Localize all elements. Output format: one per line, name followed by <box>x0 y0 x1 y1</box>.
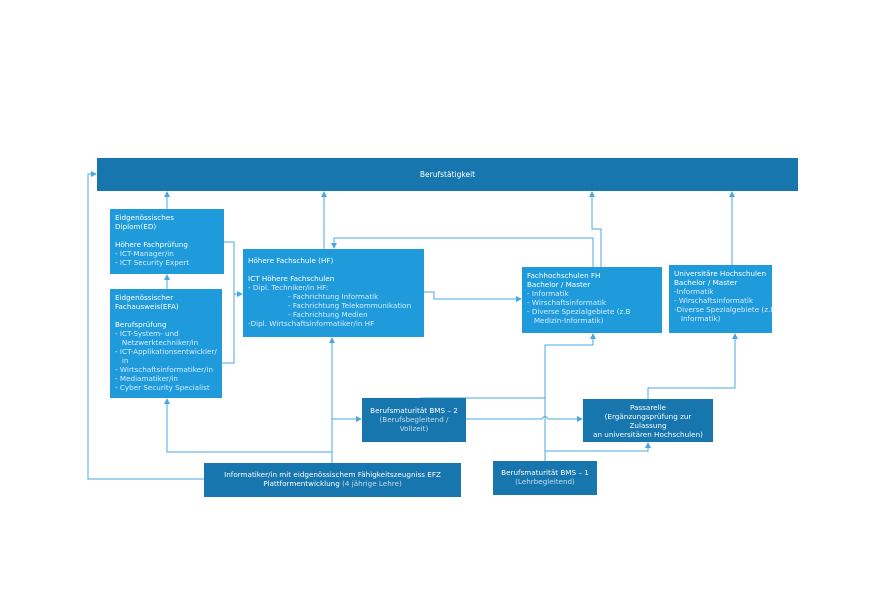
passarelle-line: an universitären Hochschulen) <box>593 430 703 439</box>
connector-bms1-to-passarelle <box>544 398 648 461</box>
bms1-box: Berufsmaturität BMS – 1 (Lehrbegleitend) <box>493 461 597 495</box>
efa-item: Netzwerktechniker/in <box>115 338 199 347</box>
fh-item: Medizin-Informatik) <box>527 316 604 325</box>
fh-box: Fachhochschulen FH Bachelor / Master - I… <box>522 267 662 333</box>
ed-subtitle: Höhere Fachprüfung <box>115 240 188 249</box>
passarelle-box: Passarelle (Ergänzungsprüfung zur Zulass… <box>583 399 713 442</box>
efa-item: - ICT-Applikationsentwickler/ <box>115 347 217 356</box>
berufstaetigkeit-box: Berufstätigkeit <box>97 158 798 191</box>
connector-passarelle-to-uni <box>647 333 738 399</box>
uni-box: Universitäre Hochschulen Bachelor / Mast… <box>669 265 772 333</box>
fh-item: - Informatik <box>527 289 569 298</box>
uni-title-2: Bachelor / Master <box>674 278 738 287</box>
fh-item: - Wirschaftsinformatik <box>527 298 607 307</box>
bms2-subtitle-2: Vollzeit) <box>399 424 429 433</box>
efa-item: - ICT-System- und <box>115 329 179 338</box>
efz-title: Informatiker/in mit eidgenössischem Fähi… <box>224 470 441 479</box>
connector-ed-efa-to-hf <box>222 241 242 364</box>
hf-subtitle: ICT Höhere Fachschulen <box>248 274 335 283</box>
efa-item: - Wirtschaftsinformatiker/in <box>115 365 214 374</box>
ed-box: Eidgenössisches Diplom(ED) Höhere Fachpr… <box>110 209 224 274</box>
bms1-title: Berufsmaturität BMS – 1 <box>501 468 589 477</box>
passarelle-title: Passarelle <box>630 403 666 412</box>
efa-item: in <box>115 356 129 365</box>
uni-item: - Wirschaftsinformatik <box>674 296 754 305</box>
hf-item: - Fachrichtung Medien <box>288 310 368 319</box>
efz-note: (4 jährige Lehre) <box>342 479 402 488</box>
uni-item: Informatik) <box>674 314 721 323</box>
efa-item: - Mediamatiker/in <box>115 374 178 383</box>
passarelle-line: Zulassung <box>629 421 667 430</box>
efa-subtitle: Berufsprüfung <box>115 320 167 329</box>
connector-fh-to-hf <box>331 237 594 267</box>
bms1-subtitle: (Lehrbegleitend) <box>515 477 575 486</box>
efz-subtitle: Plattformentwicklung <box>263 479 340 488</box>
hf-item: - Fachrichtung Telekommunikation <box>288 301 412 310</box>
ed-title-2: Diplom(ED) <box>115 222 157 231</box>
uni-title: Universitäre Hochschulen <box>674 269 767 278</box>
berufstaetigkeit-label: Berufstätigkeit <box>419 170 476 179</box>
bms2-title: Berufsmaturität BMS – 2 <box>370 406 458 415</box>
connector-efz-to-top <box>87 171 204 480</box>
bms2-box: Berufsmaturität BMS – 2 (Berufsbegleiten… <box>362 398 466 442</box>
connector-bms2-to-fh <box>420 333 596 399</box>
ed-item: - ICT Security Expert <box>115 258 190 267</box>
hf-box: Höhere Fachschule (HF) ICT Höhere Fachsc… <box>243 249 424 337</box>
ed-item: - ICT-Manager/in <box>115 249 174 258</box>
connector-hf-to-fh <box>424 291 522 302</box>
efa-title-2: Fachausweis(EFA) <box>115 302 179 311</box>
ed-title: Eidgenössisches <box>115 213 174 222</box>
fh-item: - Diverse Spezialgebiete (z.B <box>527 307 631 316</box>
uni-item: -Diverse Spezialgebiete (z.B Bio- <box>674 305 772 314</box>
fh-title-2: Bachelor / Master <box>527 280 591 289</box>
efa-box: Eidgenössischer Fachausweis(EFA) Berufsp… <box>110 289 222 398</box>
efz-box: Informatiker/in mit eidgenössischem Fähi… <box>204 463 461 497</box>
bms2-subtitle: (Berufsbegleitend / <box>379 415 449 424</box>
hf-item: - Fachrichtung Informatik <box>288 292 379 301</box>
hf-item: - Dipl. Techniker/in HF: <box>248 283 329 292</box>
fh-title: Fachhochschulen FH <box>527 271 601 280</box>
hf-item: -Dipl. Wirtschaftsinformatiker/in HF <box>248 319 375 328</box>
connector-efz-to-efa <box>164 398 332 453</box>
passarelle-line: (Ergänzungsprüfung zur <box>604 412 692 421</box>
efa-title: Eidgenössischer <box>115 293 174 302</box>
uni-item: -Informatik <box>674 287 714 296</box>
connector-fh-to-top <box>589 191 602 267</box>
efa-item: - Cyber Security Specialist <box>115 383 210 392</box>
hf-title: Höhere Fachschule (HF) <box>248 256 334 265</box>
connector-bms2-to-passarelle <box>466 416 583 422</box>
